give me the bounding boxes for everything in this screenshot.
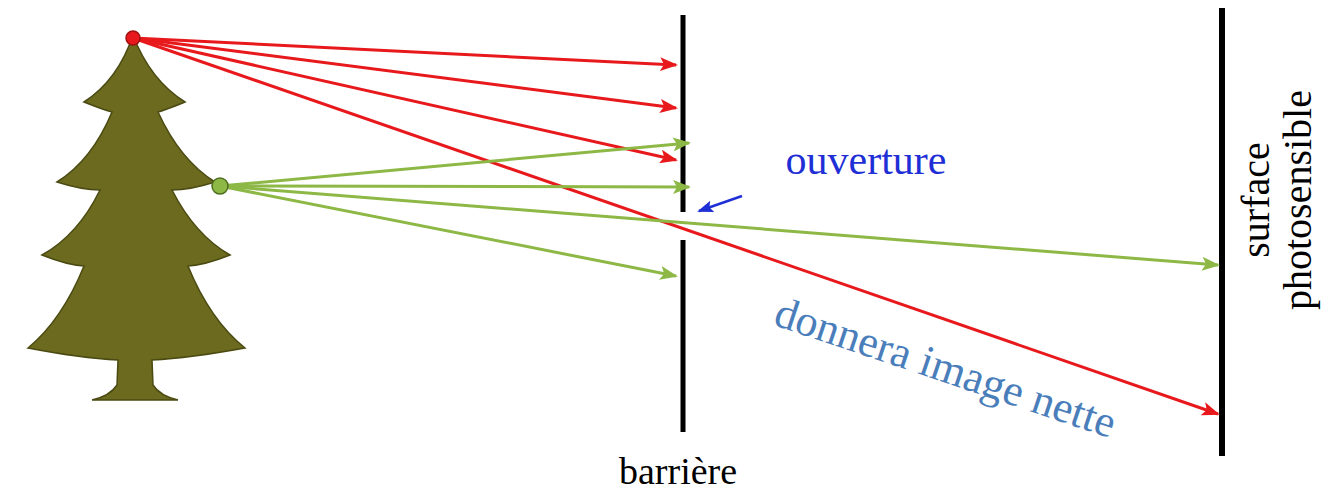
- light-ray: [220, 186, 1218, 265]
- photosensitive-surface: [1219, 8, 1225, 456]
- green-rays: [220, 143, 1218, 276]
- surface-label: surface photosensible: [1235, 90, 1319, 310]
- leader-arrow: [699, 196, 742, 211]
- barrier: [681, 240, 686, 432]
- light-ray: [133, 38, 676, 65]
- green-point: [212, 178, 228, 194]
- fir-tree: [28, 35, 245, 400]
- opening-label: ouverture: [786, 137, 947, 183]
- red-rays: [133, 38, 1218, 414]
- barrier: [681, 15, 686, 212]
- light-ray: [133, 38, 1218, 414]
- light-ray: [220, 186, 689, 187]
- red-point: [126, 31, 140, 45]
- light-ray: [220, 143, 689, 186]
- barrier-label: barrière: [619, 451, 737, 493]
- note-label: donnera image nette: [768, 288, 1122, 448]
- light-ray: [133, 38, 676, 160]
- light-ray: [220, 186, 676, 276]
